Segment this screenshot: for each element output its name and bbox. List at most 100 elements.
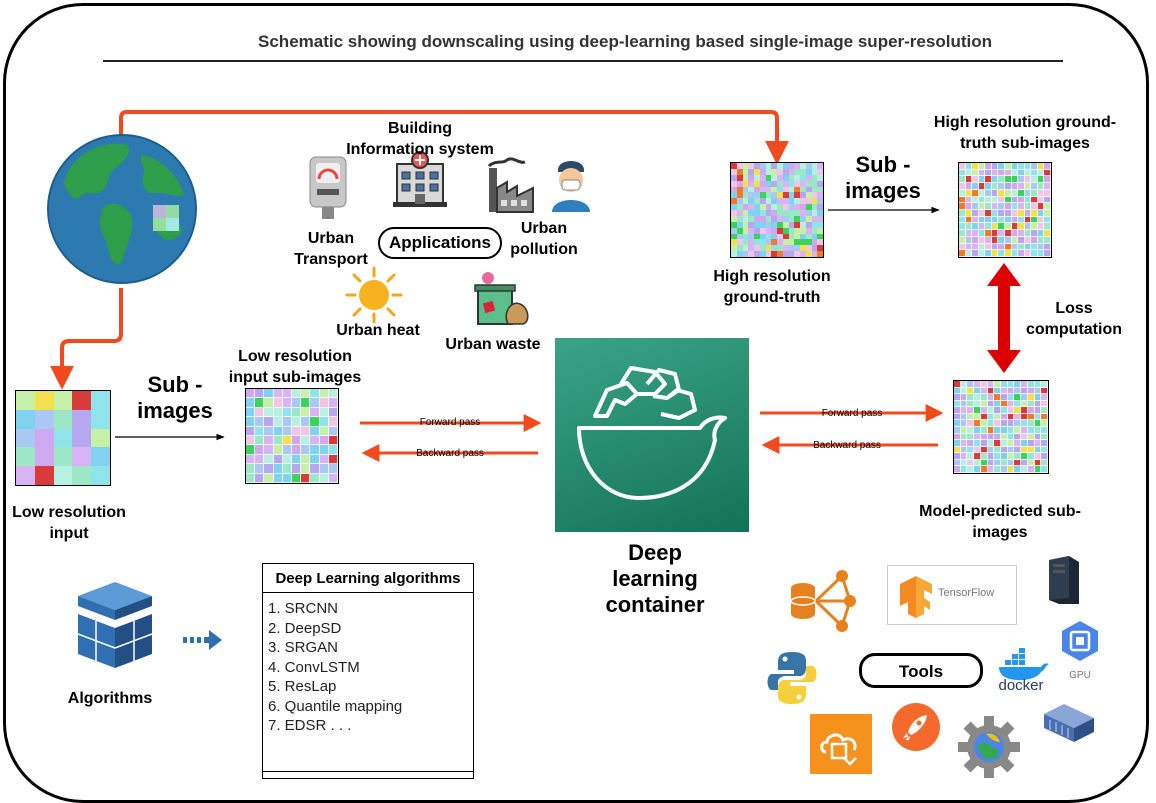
pixel-cell	[985, 203, 992, 210]
pixel-cell	[1037, 189, 1045, 197]
pixel-cell	[965, 176, 973, 184]
pixel-cell	[301, 426, 311, 436]
pixel-cell	[1018, 169, 1025, 177]
pixel-cell	[736, 227, 743, 234]
pixel-cell	[736, 186, 743, 193]
pixel-cell	[72, 391, 92, 410]
pixel-cell	[1014, 466, 1022, 473]
pixel-cell	[967, 433, 975, 441]
pixel-cell	[748, 163, 754, 169]
transport-icon	[309, 156, 347, 219]
pixel-cell	[974, 387, 981, 395]
pixel-cell	[1027, 400, 1035, 408]
pixel-cell	[736, 251, 743, 257]
pixel-cell	[788, 245, 795, 252]
pixel-cell	[777, 221, 783, 228]
pixel-cell	[788, 192, 795, 199]
pixel-cell	[991, 189, 999, 197]
pixel-cell	[1018, 243, 1025, 251]
pixel-cell	[34, 428, 54, 448]
pixel-cell	[731, 210, 737, 216]
pixel-cell	[800, 192, 806, 199]
pixel-cell	[794, 215, 800, 222]
pixel-cell	[319, 398, 329, 408]
pixel-cell	[998, 196, 1005, 204]
pixel-cell	[794, 180, 800, 187]
pixel-cell	[301, 464, 311, 474]
pixel-cell	[1024, 163, 1032, 170]
pixel-cell	[771, 215, 777, 222]
sun-icon	[345, 266, 403, 324]
pixel-cell	[959, 223, 966, 231]
pixel-cell	[1001, 413, 1008, 421]
pixel-cell	[1021, 407, 1028, 414]
pixel-cell	[91, 466, 110, 485]
pixel-cell	[974, 400, 981, 408]
tools-database-icon	[790, 570, 856, 632]
pixel-cell	[1007, 413, 1015, 421]
pixel-cell	[1011, 189, 1019, 197]
pixel-cell	[1014, 420, 1022, 427]
pixel-cell	[1007, 381, 1015, 388]
pixel-cell	[967, 394, 975, 401]
pixel-cell	[777, 198, 783, 205]
container-whale-icon	[577, 366, 727, 500]
docker-label: docker	[998, 677, 1044, 694]
pixel-cell	[754, 215, 760, 222]
pixel-cell	[273, 417, 283, 427]
pixel-cell	[731, 233, 737, 240]
urban-transport-label: Urban Transport	[294, 230, 368, 268]
pixel-cell	[1027, 394, 1035, 401]
pixel-cell	[754, 186, 760, 193]
pixel-cell	[959, 243, 966, 251]
pixel-cell	[742, 251, 749, 257]
pixel-cell	[972, 203, 979, 210]
pixel-cell	[742, 186, 749, 193]
pixel-cell	[748, 180, 754, 187]
pixel-cell	[817, 174, 823, 181]
pixel-cell	[1024, 243, 1032, 251]
pixel-cell	[987, 381, 995, 388]
pixel-cell	[1031, 236, 1038, 244]
pixel-cell	[985, 210, 992, 217]
pixel-cell	[991, 216, 999, 224]
pixel-cell	[246, 473, 256, 483]
pixel-cell	[731, 251, 737, 257]
pixel-cell	[811, 163, 818, 169]
pixel-cell	[1041, 407, 1048, 414]
pixel-cell	[16, 466, 35, 485]
pixel-cell	[794, 198, 800, 205]
pixel-cell	[771, 221, 777, 228]
storage-icon	[1044, 704, 1094, 742]
pixel-cell	[1005, 210, 1012, 217]
pixel-cell	[994, 446, 1001, 454]
pixel-cell	[782, 227, 789, 234]
pixel-cell	[731, 239, 737, 246]
pixel-cell	[960, 466, 968, 473]
pixel-cell	[34, 409, 54, 429]
pixel-cell	[765, 168, 772, 175]
pixel-cell	[788, 239, 795, 246]
pixel-cell	[994, 420, 1001, 427]
pixel-cell	[998, 183, 1005, 190]
pixel-cell	[1027, 427, 1035, 434]
pixel-cell	[1037, 230, 1045, 237]
pixel-cell	[1007, 400, 1015, 408]
pixel-cell	[310, 464, 320, 474]
pixel-cell	[291, 426, 302, 436]
pixel-cell	[291, 417, 302, 427]
pixel-cell	[273, 464, 283, 474]
hr-sub-images-label: High resolution ground- truth sub-images	[933, 114, 1117, 152]
pixel-cell	[759, 215, 766, 222]
pixel-cell	[1001, 394, 1008, 401]
pixel-cell	[771, 174, 777, 181]
pixel-cell	[731, 174, 737, 181]
pixel-cell	[974, 433, 981, 441]
pixel-cell	[1005, 203, 1012, 210]
pixel-cell	[1011, 216, 1019, 224]
pixel-cell	[1037, 163, 1045, 170]
pixel-cell	[991, 210, 999, 217]
pixel-cell	[255, 417, 265, 427]
pixel-cell	[1021, 433, 1028, 441]
pixel-cell	[805, 215, 812, 222]
